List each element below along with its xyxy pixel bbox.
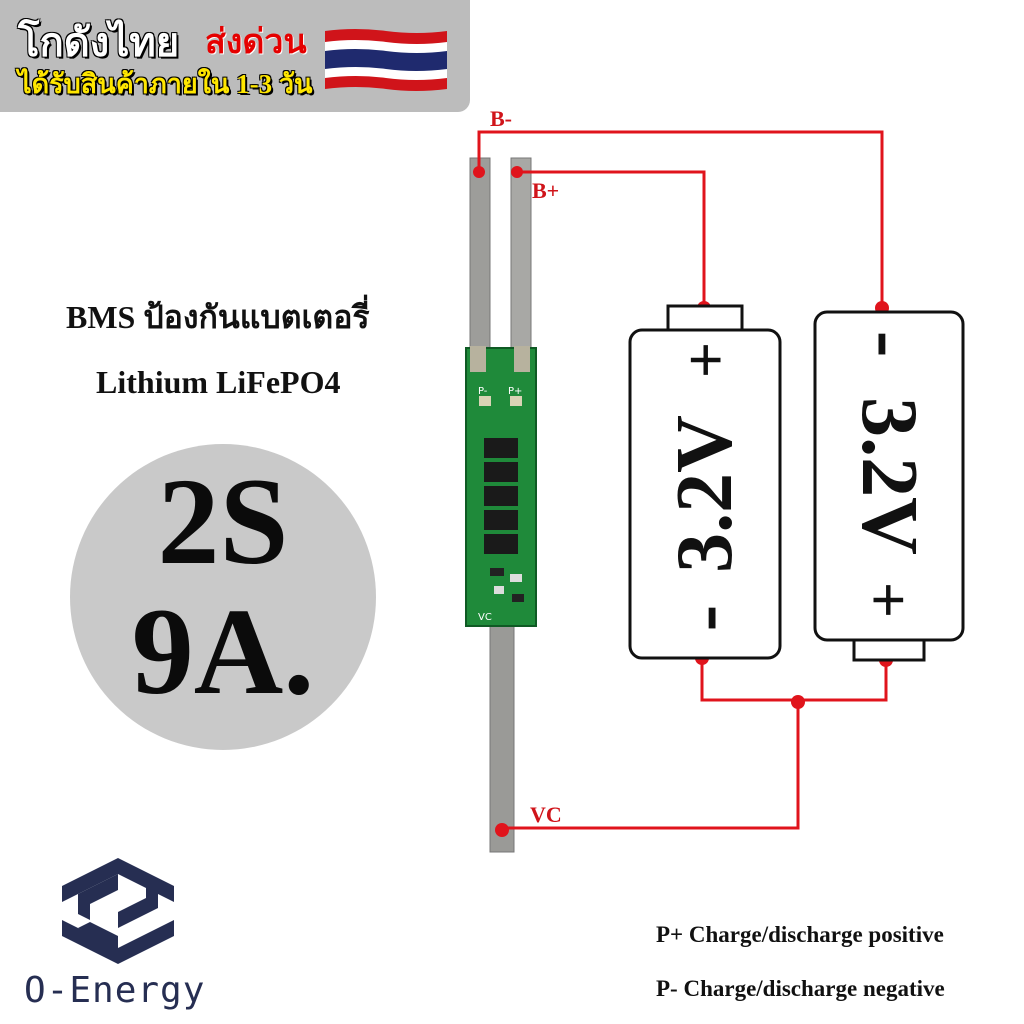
spec-series: 2S <box>157 453 289 590</box>
bms-pcb-board <box>465 346 537 627</box>
o-energy-logo-icon <box>62 858 174 964</box>
spec-current: 9A. <box>131 583 315 720</box>
label-b-minus: B- <box>490 106 512 131</box>
cell-1-plus-sign: + <box>670 342 741 378</box>
product-subtitle: Lithium LiFePO4 <box>96 364 341 400</box>
brand-name: O-Energy <box>24 970 206 1011</box>
product-title: BMS ป้องกันแบตเตอรี่ <box>66 299 370 335</box>
legend-p-minus: P- Charge/discharge negative <box>656 976 945 1001</box>
mosfet-chips <box>484 438 518 554</box>
battery-cell-1 <box>628 304 782 660</box>
legend-p-plus: P+ Charge/discharge positive <box>656 922 944 947</box>
label-b-plus: B+ <box>532 178 559 203</box>
cell-2-minus-sign: - <box>845 331 933 358</box>
thailand-flag-icon <box>325 29 447 91</box>
banner-delivery-text: ได้รับสินค้าภายใน 1-3 วัน <box>18 69 313 99</box>
label-vc: VC <box>530 802 562 827</box>
banner-warehouse-text: โกดังไทย <box>18 20 180 65</box>
cell-1-minus-sign: - <box>661 605 749 632</box>
spec-circle <box>70 444 376 750</box>
cell-2-voltage: 3.2V <box>845 397 933 555</box>
banner-express-text: ส่งด่วน <box>205 24 307 61</box>
pcb-label-p-plus: P+ <box>508 386 522 397</box>
pcb-label-vc: VC <box>478 612 492 623</box>
cell-1-voltage: 3.2V <box>661 415 749 573</box>
cell-2-plus-sign: + <box>853 582 924 618</box>
battery-cell-2 <box>813 310 965 662</box>
pcb-label-p-minus: P- <box>478 386 488 397</box>
